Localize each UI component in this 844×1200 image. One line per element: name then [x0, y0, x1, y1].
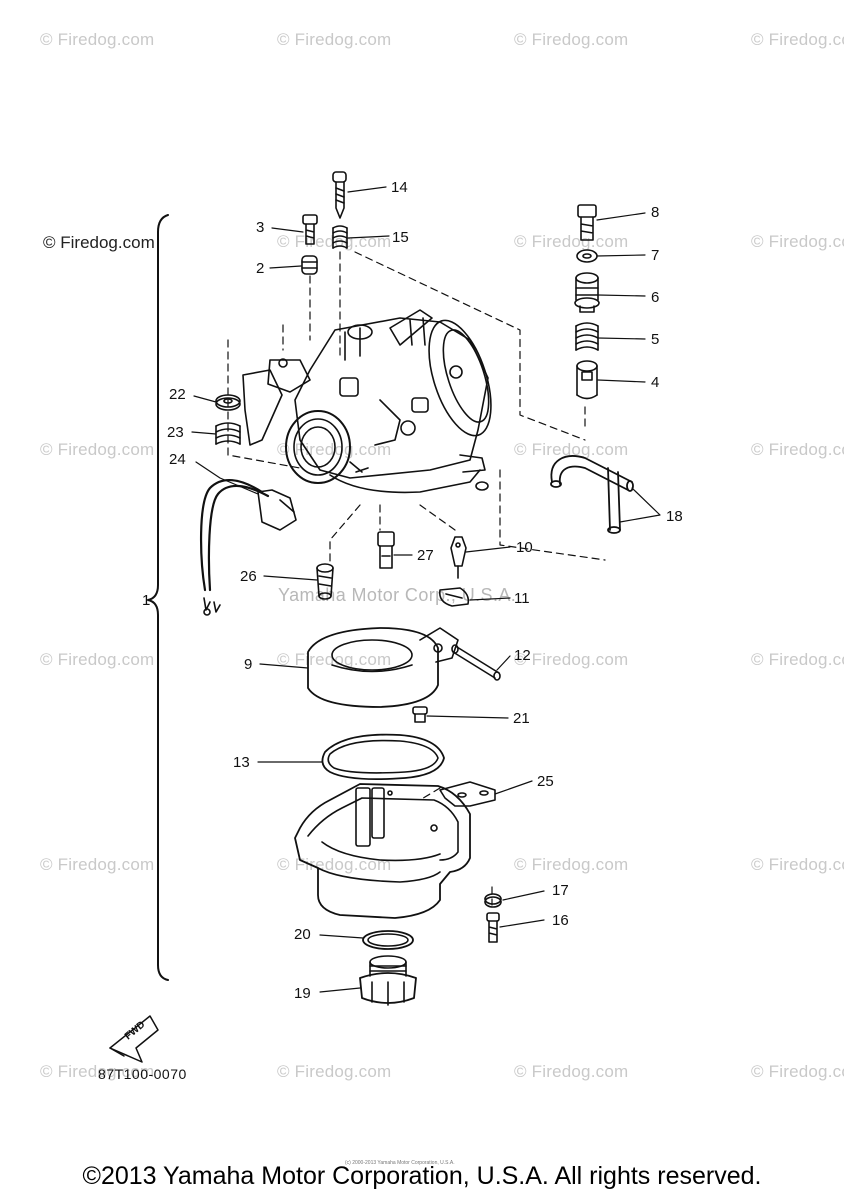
callout-9: 9: [244, 656, 253, 673]
watermark: © Firedog.com: [40, 30, 155, 49]
part-10-needle-valve: [450, 536, 467, 579]
part-19-drain-plug: [359, 955, 417, 1006]
fwd-label: FWD: [123, 1019, 148, 1042]
carburetor-body: [242, 309, 492, 494]
watermark: © Firedog.com: [514, 1062, 629, 1081]
callout-7: 7: [651, 247, 660, 264]
part-20-oring: [362, 930, 414, 950]
watermark: © Firedog.com: [751, 855, 844, 874]
callout-5: 5: [651, 331, 660, 348]
watermark: © Firedog.com: [40, 650, 155, 669]
part-14-screw: [332, 171, 347, 219]
part-27-jet: [377, 531, 395, 569]
callout-15: 15: [392, 229, 409, 246]
part-11-clip: [438, 587, 470, 607]
fine-print-notice: (c) 2000-2013 Yamaha Motor Corporation, …: [345, 1160, 455, 1166]
part-17-washer: [484, 893, 502, 908]
callout-10: 10: [516, 539, 533, 556]
part-9-float: [307, 627, 459, 708]
callout-1: 1: [142, 592, 151, 609]
watermark: © Firedog.com: [40, 440, 155, 459]
watermark: © Firedog.com: [277, 1062, 392, 1081]
part-8-screw: [577, 204, 597, 241]
assembly-bracket: [147, 214, 169, 981]
part-26-jet: [316, 563, 334, 600]
callout-22: 22: [169, 386, 186, 403]
callout-21: 21: [513, 710, 530, 727]
part-24-wire-lead: [199, 479, 297, 616]
part-23-spring: [215, 422, 241, 445]
callout-12: 12: [514, 647, 531, 664]
callout-8: 8: [651, 204, 660, 221]
watermark: © Firedog.com: [751, 650, 844, 669]
watermark: © Firedog.com: [751, 232, 844, 251]
part-13-gasket: [321, 733, 445, 781]
copyright-notice: ©2013 Yamaha Motor Corporation, U.S.A. A…: [82, 1162, 762, 1190]
part-25-bracket: [439, 781, 496, 807]
callout-6: 6: [651, 289, 660, 306]
part-21-screw: [412, 706, 428, 723]
callout-26: 26: [240, 568, 257, 585]
part-6-nut: [574, 272, 600, 313]
callout-2: 2: [256, 260, 265, 277]
part-22-washer: [215, 394, 241, 411]
callout-20: 20: [294, 926, 311, 943]
watermark: © Firedog.com: [751, 440, 844, 459]
callout-19: 19: [294, 985, 311, 1002]
callout-16: 16: [552, 912, 569, 929]
watermark: © Firedog.com: [277, 30, 392, 49]
watermark: © Firedog.com: [277, 855, 392, 874]
part-3-screw: [302, 214, 318, 245]
part-12-pin: [451, 644, 501, 681]
part-15-spring: [332, 225, 348, 249]
watermark: © Firedog.com: [277, 440, 392, 459]
watermark: © Firedog.com: [514, 30, 629, 49]
watermark-dark: © Firedog.com: [43, 233, 155, 252]
part-16-screw: [486, 912, 500, 943]
float-bowl: [294, 783, 471, 919]
watermark: © Firedog.com: [40, 1062, 155, 1081]
callout-27: 27: [417, 547, 434, 564]
callout-17: 17: [552, 882, 569, 899]
part-7-oring: [576, 249, 598, 263]
watermark: © Firedog.com: [514, 650, 629, 669]
callout-23: 23: [167, 424, 184, 441]
watermark: © Firedog.com: [751, 1062, 844, 1081]
watermark: © Firedog.com: [751, 30, 844, 49]
watermark: © Firedog.com: [514, 855, 629, 874]
leader-lines: [191, 186, 661, 993]
fwd-arrow: FWD: [109, 1015, 159, 1063]
watermark: © Firedog.com: [514, 232, 629, 251]
callout-3: 3: [256, 219, 265, 236]
callout-13: 13: [233, 754, 250, 771]
watermark: © Firedog.com: [514, 440, 629, 459]
diagram-part-number: 87T100-0070: [98, 1066, 187, 1082]
watermark-yamaha: Yamaha Motor Corp., U.S.A.: [278, 585, 517, 605]
callout-25: 25: [537, 773, 554, 790]
callout-4: 4: [651, 374, 660, 391]
callout-14: 14: [391, 179, 408, 196]
assembly-lines: [227, 251, 606, 906]
part-18-hoses: [550, 455, 634, 534]
callout-24: 24: [169, 451, 186, 468]
callout-11: 11: [514, 590, 530, 607]
part-2-spring: [301, 255, 318, 275]
part-4-throttle-valve: [576, 360, 598, 400]
part-5-spring: [575, 322, 599, 351]
watermark: © Firedog.com: [40, 855, 155, 874]
callout-18: 18: [666, 508, 683, 525]
